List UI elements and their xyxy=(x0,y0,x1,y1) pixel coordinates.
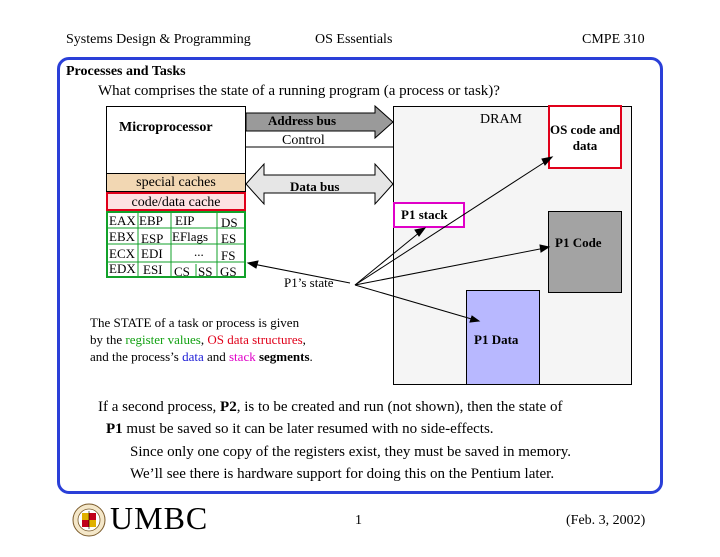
bottom-text: , is to be created and run (not shown), … xyxy=(236,399,563,415)
reg-eflags: EFlags xyxy=(172,229,209,244)
desc-text: and the process’s xyxy=(90,349,183,364)
register-values-text: register values xyxy=(125,332,201,347)
slide-subtitle: What comprises the state of a running pr… xyxy=(98,83,500,99)
os-data-structures-text: OS data structures xyxy=(207,332,303,347)
state-pointer-arrows xyxy=(246,156,554,323)
footer-date: (Feb. 3, 2002) xyxy=(566,513,646,528)
bottom-line-1: If a second process, P2, is to be create… xyxy=(98,396,562,419)
desc-text: , xyxy=(302,332,306,347)
reg-ebp: EBP xyxy=(139,213,163,228)
address-bus-label: Address bus xyxy=(268,113,337,128)
bottom-line-2: P1 must be saved so it can be later resu… xyxy=(106,418,494,441)
reg-ellipsis: ... xyxy=(194,244,204,259)
reg-ecx: ECX xyxy=(109,246,135,261)
slide-frame xyxy=(57,57,663,494)
reg-ss: SS xyxy=(198,264,213,279)
umbc-seal-icon xyxy=(72,503,106,537)
desc-text: . xyxy=(309,349,313,364)
header-course: Systems Design & Programming xyxy=(66,32,251,47)
slide-title: Processes and Tasks xyxy=(66,64,186,79)
reg-edx: EDX xyxy=(109,261,136,276)
reg-edi: EDI xyxy=(141,246,163,261)
code-data-cache: code/data cache xyxy=(106,192,246,211)
dram-label: DRAM xyxy=(480,112,523,127)
reg-es: ES xyxy=(221,231,237,246)
reg-ds: DS xyxy=(221,215,238,230)
p1-data-box xyxy=(466,290,540,385)
special-caches: special caches xyxy=(106,173,246,192)
p1-stack-box xyxy=(393,202,465,228)
p1-code-label: P1 Code xyxy=(555,235,602,250)
desc-text: , xyxy=(200,332,208,347)
p2-text: P2 xyxy=(220,399,237,415)
control-label: Control xyxy=(282,133,325,148)
reg-gs: GS xyxy=(220,264,237,279)
desc-line-2: by the register values, OS data structur… xyxy=(90,331,313,348)
reg-esp: ESP xyxy=(141,231,164,246)
header-code: CMPE 310 xyxy=(582,32,645,47)
p1-state-label: P1’s state xyxy=(284,275,334,290)
p1-code-box xyxy=(548,211,622,293)
data-bus-arrow xyxy=(245,162,394,206)
reg-esi: ESI xyxy=(143,262,163,277)
microprocessor-label: Microprocessor xyxy=(119,120,213,135)
page-number: 1 xyxy=(355,513,362,528)
p1-stack-label: P1 stack xyxy=(401,207,448,222)
register-grid-lines xyxy=(108,213,244,276)
os-code-box xyxy=(548,105,622,169)
bottom-line-4: We’ll see there is hardware support for … xyxy=(130,466,555,482)
desc-text: by the xyxy=(90,332,126,347)
desc-text: and xyxy=(203,349,229,364)
segments-text: segments xyxy=(255,349,310,364)
desc-line-1: The STATE of a task or process is given xyxy=(90,315,300,330)
data-bus-label: Data bus xyxy=(290,179,340,194)
reg-eax: EAX xyxy=(109,213,136,228)
reg-ebx: EBX xyxy=(109,229,135,244)
address-bus-arrow xyxy=(245,104,394,140)
bottom-text: If a second process, xyxy=(98,399,221,415)
desc-line-3: and the process’s data and stack segment… xyxy=(90,348,313,365)
reg-fs: FS xyxy=(221,248,236,263)
data-text: data xyxy=(182,349,204,364)
bottom-line-3: Since only one copy of the registers exi… xyxy=(130,444,572,460)
os-code-label: OS code and data xyxy=(549,122,621,153)
reg-cs: CS xyxy=(174,264,190,279)
p1-text: P1 xyxy=(106,421,123,437)
bottom-text: must be saved so it can be later resumed… xyxy=(122,421,494,437)
umbc-logo: UMBC xyxy=(110,500,209,536)
state-description: The STATE of a task or process is given … xyxy=(90,314,313,365)
header-topic: OS Essentials xyxy=(315,32,393,47)
p1-data-label: P1 Data xyxy=(474,332,519,347)
reg-eip: EIP xyxy=(175,213,195,228)
stack-text: stack xyxy=(229,349,256,364)
